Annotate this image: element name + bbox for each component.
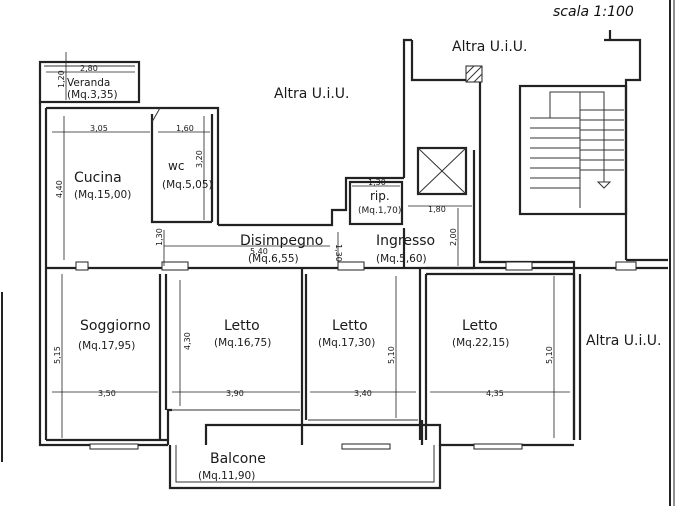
ingresso-area: (Mq.5,60) <box>376 253 427 265</box>
stairwell <box>416 30 668 262</box>
veranda-area: (Mq.3,35) <box>67 89 118 101</box>
letto2-name: Letto <box>332 318 368 334</box>
letto2-area: (Mq.17,30) <box>318 337 375 349</box>
balcone-name: Balcone <box>210 451 266 467</box>
ingresso-name: Ingresso <box>376 233 435 249</box>
dim-wc-w: 1,60 <box>176 124 194 133</box>
dim-veranda-h: 1,20 <box>57 70 66 88</box>
interior-walls <box>46 107 668 440</box>
veranda-outline <box>38 60 141 104</box>
letto1-area: (Mq.16,75) <box>214 337 271 349</box>
cucina-name: Cucina <box>74 170 122 186</box>
dim-letto2-h: 5,10 <box>387 346 396 364</box>
dim-ingresso-h: 2,00 <box>449 228 458 246</box>
dim-disimpegno-h: 1,30 <box>155 228 164 246</box>
dim-letto3-h: 5,10 <box>545 346 554 364</box>
letto3-name: Letto <box>462 318 498 334</box>
dim-wc-h: 3,20 <box>195 150 204 168</box>
dim-rip-w: 1,30 <box>368 178 386 187</box>
disimpegno-name: Disimpegno <box>240 233 323 249</box>
wc-area: (Mq.5,05) <box>162 179 213 191</box>
rip-name: rip. <box>370 189 390 203</box>
dimension-lines <box>46 52 570 438</box>
soggiorno-area: (Mq.17,95) <box>78 340 135 352</box>
veranda-name: Veranda <box>67 77 110 89</box>
dim-disimpegno-h2: 1,30 <box>334 244 343 262</box>
letto3-area: (Mq.22,15) <box>452 337 509 349</box>
dim-letto1-w: 3,90 <box>226 389 244 398</box>
dim-ingresso-w: 1,80 <box>428 205 446 214</box>
dim-letto3-w: 4,35 <box>486 389 504 398</box>
neighbor-right: Altra U.i.U. <box>586 333 661 349</box>
rip-area: (Mq.1,70) <box>358 206 401 216</box>
dimension-labels: 2,80 1,20 3,05 4,40 1,60 3,20 1,30 1,80 … <box>53 64 554 398</box>
neighbor-top-right: Altra U.i.U. <box>452 39 527 55</box>
outer-walls <box>38 38 576 490</box>
cucina-area: (Mq.15,00) <box>74 189 131 201</box>
balcone-area: (Mq.11,90) <box>198 470 255 482</box>
neighbor-labels: Altra U.i.U. Altra U.i.U. Altra U.i.U. <box>274 39 661 349</box>
windows <box>75 261 637 450</box>
wc-name: wc <box>168 159 184 173</box>
dim-soggiorno-w: 3,50 <box>98 389 116 398</box>
dim-disimpegno-w: 5,40 <box>250 247 268 256</box>
elevator-shaft <box>416 146 468 196</box>
dim-letto1-h: 4,30 <box>183 332 192 350</box>
dim-veranda-w: 2,80 <box>80 64 98 73</box>
room-labels: Veranda (Mq.3,35) Cucina (Mq.15,00) wc (… <box>67 77 509 482</box>
dim-letto2-w: 3,40 <box>354 389 372 398</box>
scale-label: scala 1:100 <box>553 4 634 20</box>
letto1-name: Letto <box>224 318 260 334</box>
soggiorno-name: Soggiorno <box>80 318 151 334</box>
neighbor-top-center: Altra U.i.U. <box>274 86 349 102</box>
disimpegno-area: (Mq.6,55) <box>248 253 299 265</box>
dim-soggiorno-h: 5,15 <box>53 346 62 364</box>
dim-cucina-w: 3,05 <box>90 124 108 133</box>
dim-cucina-h: 4,40 <box>55 180 64 198</box>
